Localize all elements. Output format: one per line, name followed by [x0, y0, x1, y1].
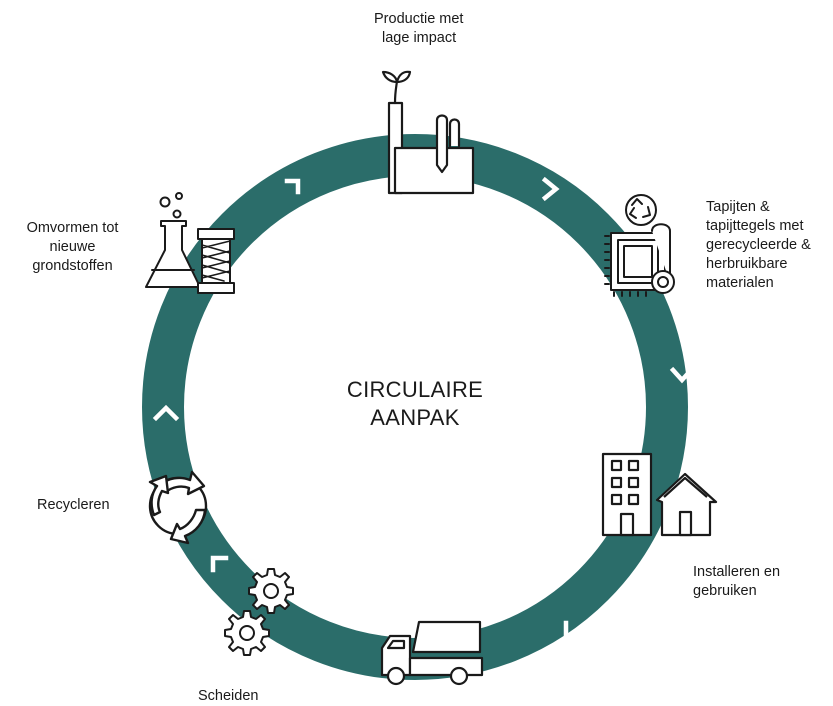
stage-label-line: gerecycleerde &	[706, 237, 811, 253]
flow-chevron-1	[284, 178, 301, 195]
stage-label-carpets: Tapijten & tapijttegels met gerecycleerd…	[706, 198, 811, 293]
stage-label-line: lage impact	[382, 30, 457, 46]
building-house-icon	[601, 452, 718, 537]
stage-label-install: Installeren en gebruiken	[693, 563, 780, 601]
flow-chevron-4	[563, 620, 581, 639]
stage-label-line: Installeren en	[693, 564, 781, 580]
center-title-line-1: CIRCULAIRE	[346, 377, 484, 402]
factory-icon	[381, 70, 475, 195]
stage-label-line: materialen	[706, 275, 774, 291]
truck-icon	[380, 620, 484, 686]
stage-label-line: tapijttegels met	[706, 218, 804, 234]
gears-icon	[224, 568, 294, 656]
stage-label-line: Scheiden	[198, 688, 259, 704]
stage-label-line: Recycleren	[37, 497, 110, 513]
carpet-recycle-icon	[604, 194, 675, 297]
stage-label-line: Tapijten &	[706, 199, 770, 215]
stage-label-separate: Scheiden	[198, 687, 258, 706]
stage-label-line: Productie met	[374, 11, 464, 27]
stage-label-line: grondstoffen	[32, 258, 113, 274]
flask-spool-icon	[145, 192, 235, 294]
stage-label-production: Productie met lage impact	[374, 10, 463, 48]
stage-label-transform: Omvormen tot nieuwe grondstoffen	[10, 219, 135, 276]
center-title-line-2: AANPAK	[370, 405, 460, 430]
flow-chevron-5	[210, 555, 229, 573]
flow-chevron-6	[152, 404, 180, 422]
flow-chevron-2	[541, 176, 560, 202]
recycle-arrows-icon	[148, 470, 208, 545]
stage-label-line: nieuwe	[49, 239, 96, 255]
stage-label-line: Omvormen tot	[26, 220, 119, 236]
stage-label-recycle: Recycleren	[37, 496, 110, 515]
stage-label-line: gebruiken	[693, 583, 757, 599]
center-title: CIRCULAIRE AANPAK	[300, 376, 530, 432]
flow-chevron-3	[669, 365, 696, 384]
stage-label-line: herbruikbare	[706, 256, 788, 272]
